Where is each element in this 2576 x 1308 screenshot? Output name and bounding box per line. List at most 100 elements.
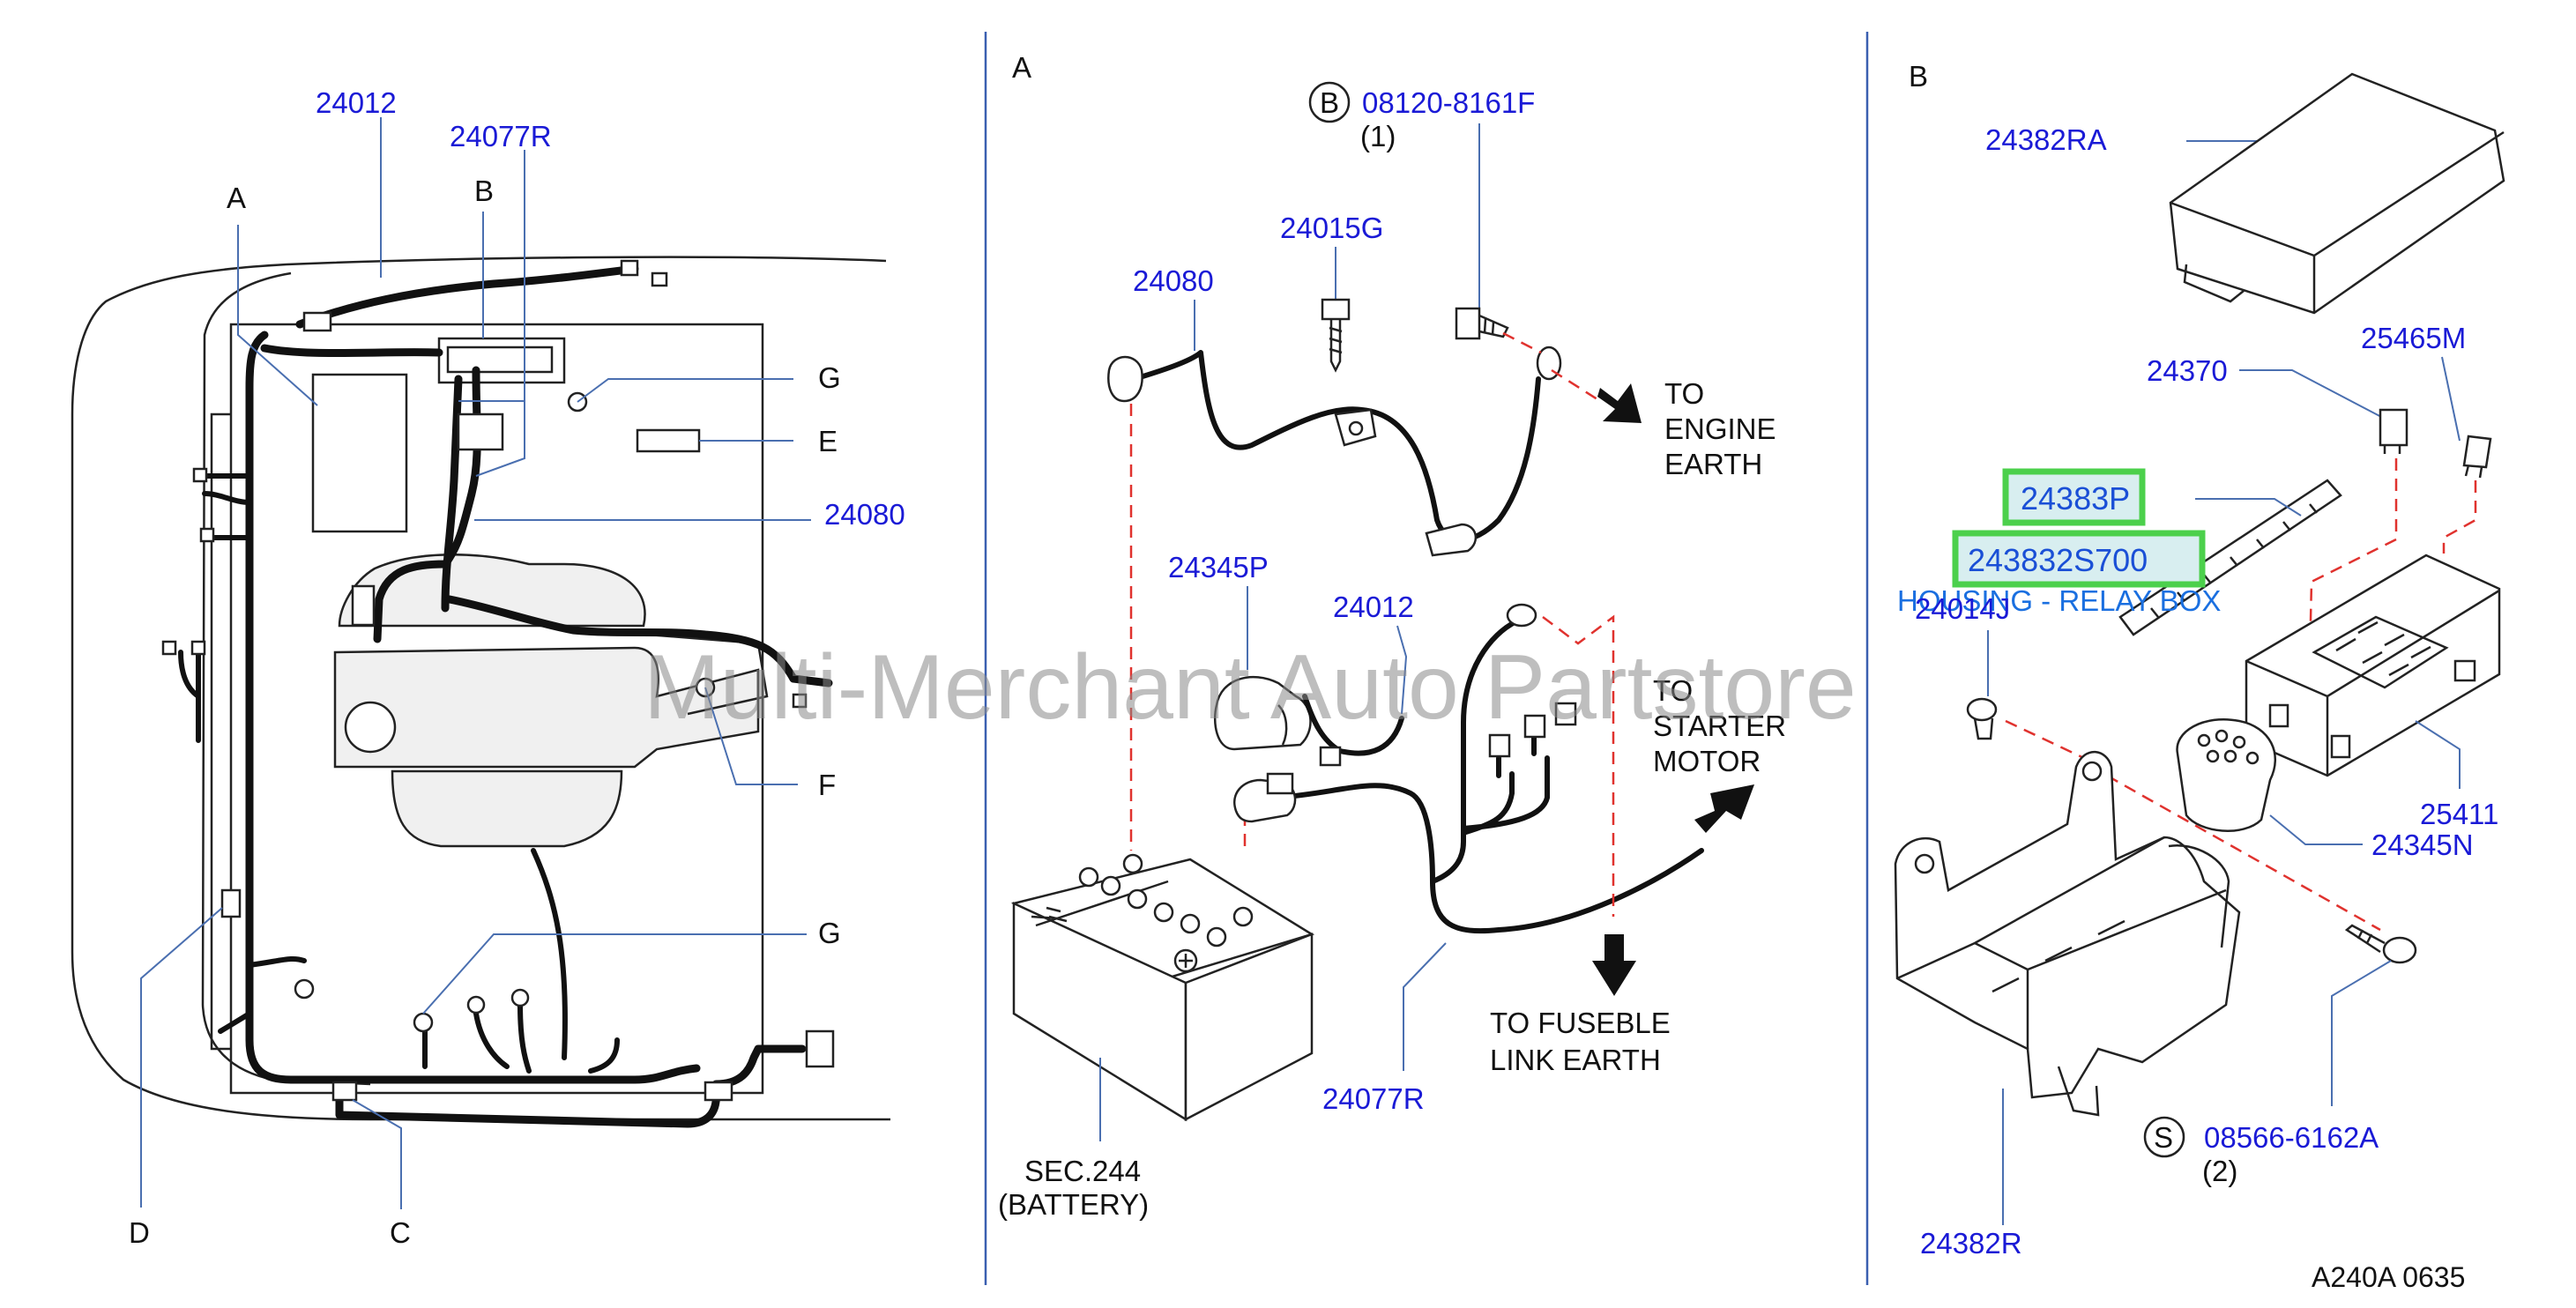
battery-sec: SEC.244: [1024, 1155, 1141, 1187]
guide-engine-earth: [1502, 331, 1601, 403]
guide-24345n: [2106, 774, 2381, 932]
engine-side-piece: [647, 633, 769, 716]
part-24382r[interactable]: 24382R: [1920, 1227, 2022, 1260]
harness-lower-right: [335, 1075, 723, 1128]
note-engine-earth-1: TO: [1664, 377, 1704, 410]
battery-icon: [1010, 853, 1315, 1122]
bracket-hole-1: [1914, 853, 1935, 874]
connector-right-1: [792, 693, 808, 709]
part-24012-mid[interactable]: 24012: [1333, 591, 1414, 623]
highlight-box-24383p: [2002, 468, 2146, 526]
fuse-box-inner: [446, 346, 554, 374]
part-25411[interactable]: 25411: [2420, 798, 2498, 830]
ring-terminal-lower: [1425, 523, 1478, 557]
part-24077r-mid[interactable]: 24077R: [1322, 1082, 1425, 1115]
component-e: [636, 428, 701, 453]
connector-g2: [413, 1012, 434, 1033]
part-24080-left[interactable]: 24080: [824, 498, 905, 531]
part-24014j[interactable]: 24014J: [1915, 592, 2010, 625]
bolt-b-circle-letter: B: [1320, 86, 1339, 119]
location-e: E: [818, 425, 838, 457]
part-24080-mid[interactable]: 24080: [1133, 264, 1214, 297]
connector-bottom-right: [704, 1081, 733, 1102]
part-25465m[interactable]: 25465M: [2361, 322, 2466, 354]
bolt-b-icon: [1455, 307, 1509, 340]
harness-main-loop: [245, 331, 701, 1084]
location-d: D: [129, 1216, 150, 1249]
cable-harness-branch: [1430, 619, 1519, 884]
battery-tray-a: [311, 373, 408, 533]
connector-left-2: [199, 527, 215, 543]
screw-08566-icon: [2344, 924, 2417, 964]
leader-24383p: [2195, 498, 2302, 517]
connector-top-c: [651, 271, 668, 287]
harness-upper: [260, 344, 443, 358]
leader-g2-left: [422, 933, 807, 1014]
bolt-24015g-icon: [1321, 298, 1351, 373]
part-24077r-left[interactable]: 24077R: [450, 120, 552, 152]
connector-mid-3: [1554, 702, 1577, 726]
leader-24012-mid: [1396, 625, 1408, 715]
clip-24014j-icon: [1966, 697, 1998, 740]
harness-bottom-right: [711, 1044, 807, 1089]
highlight-box-243832s700: [1952, 530, 2206, 588]
relay-strip-ribs: [2150, 503, 2318, 618]
relay-box-25411-icon: [2245, 554, 2501, 777]
note-engine-earth-3: EARTH: [1664, 448, 1762, 480]
connector-g1: [567, 391, 588, 412]
connector-lower-2: [510, 988, 530, 1007]
bracket-hole-2: [2081, 761, 2103, 782]
screw-s-circle-letter: S: [2154, 1121, 2173, 1154]
part-24345n[interactable]: 24345N: [2371, 829, 2474, 861]
leader-a-left: [237, 225, 318, 406]
harness-center-trunk: [441, 375, 463, 613]
cable-mount-bracket: [1334, 408, 1377, 447]
harness-to-right: [445, 595, 798, 683]
connector-lower-3: [294, 978, 315, 1000]
leader-d-left: [140, 907, 223, 1208]
inner-fender-left: [210, 412, 231, 1051]
part-08566-6162a[interactable]: 08566-6162A: [2204, 1121, 2379, 1154]
connector-top-a: [302, 311, 332, 332]
note-fuse-2: LINK EARTH: [1490, 1044, 1661, 1076]
leader-g1-left: [577, 378, 793, 403]
guide-starter-top: [1542, 614, 1615, 917]
connector-left-3: [161, 640, 177, 656]
engine-block: [333, 646, 760, 769]
part-08120-8161f[interactable]: 08120-8161F: [1362, 86, 1535, 119]
cable-24080: [1126, 350, 1541, 543]
connector-mid-2: [1523, 714, 1546, 739]
part-24383p[interactable]: 24383P: [2021, 480, 2130, 517]
guide-25465m: [2442, 480, 2477, 554]
bolt-b-circle-badge: [1308, 81, 1351, 123]
vehicle-body-outline: [71, 256, 890, 1121]
arrow-starter-motor: [1694, 784, 1754, 833]
connector-top-b: [620, 259, 639, 277]
relay-box-view: B 24382RA 24370 25465M 24383P: [1894, 60, 2505, 1293]
part-24370[interactable]: 24370: [2147, 354, 2228, 387]
battery-terminal-clamp: [1107, 355, 1143, 403]
part-24015g[interactable]: 24015G: [1280, 212, 1383, 244]
connector-24345n-icon: [2176, 718, 2277, 832]
vehicle-inner-outline: [201, 271, 371, 1086]
part-description-housing: HOUSING - RELAY BOX: [1897, 584, 2221, 617]
section-label-a: A: [1012, 51, 1031, 84]
harness-top: [295, 264, 639, 329]
engine-bay-view: 24012 24077R 24080 A B G E F G D C: [71, 86, 905, 1249]
connector-left-4: [190, 640, 206, 656]
harness-engine-drop: [531, 848, 568, 1060]
transmission-housing: [391, 769, 623, 848]
part-24012-left[interactable]: 24012: [316, 86, 397, 119]
ring-terminal-starter: [1506, 603, 1537, 628]
battery-cable-view: A B 08120-8161F (1) 24015G 24080: [998, 51, 1786, 1221]
diagram-reference: A240A 0635: [2312, 1261, 2465, 1293]
engine-head: [338, 554, 646, 628]
screw-s-circle-badge: [2143, 1116, 2185, 1158]
part-243832s700[interactable]: 243832S700: [1968, 542, 2148, 578]
part-24345p[interactable]: 24345P: [1168, 551, 1269, 583]
location-b: B: [474, 175, 494, 207]
connector-left-1: [192, 467, 208, 483]
part-24382ra[interactable]: 24382RA: [1985, 123, 2107, 156]
leader-f-left: [704, 687, 798, 785]
connector-c: [331, 1081, 358, 1102]
